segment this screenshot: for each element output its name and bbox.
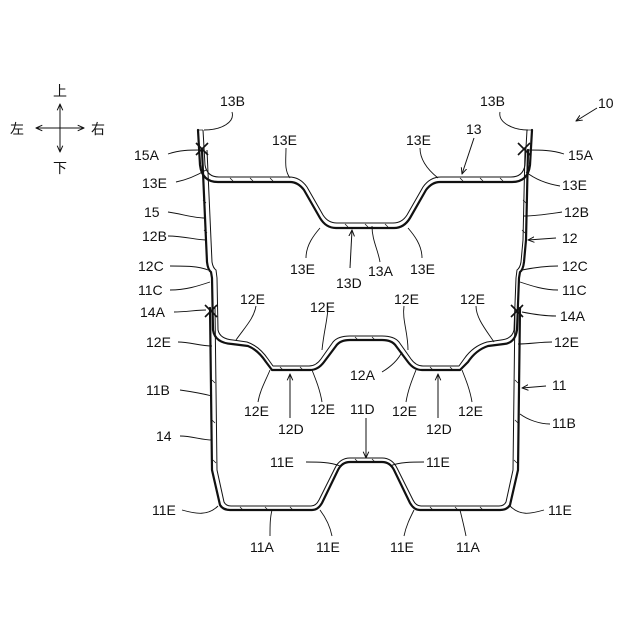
label-11: 11 (552, 377, 567, 393)
label-11e-mid-left: 11E (270, 454, 294, 470)
label-13a: 13A (368, 263, 394, 279)
label-12e-top-4: 12E (460, 291, 485, 307)
label-13: 13 (466, 121, 482, 137)
label-13e-top-right: 13E (406, 132, 431, 148)
label-13e-top-left: 13E (272, 132, 297, 148)
label-12: 12 (562, 230, 578, 246)
label-11b-right: 11B (552, 415, 576, 431)
label-13d: 13D (336, 275, 362, 291)
compass-up-label: 上 (53, 84, 67, 100)
label-12b-right: 12B (564, 204, 589, 220)
label-15: 15 (144, 204, 160, 220)
label-13e-bottom-left: 13E (290, 261, 315, 277)
label-12e-side-right: 12E (554, 334, 579, 350)
label-11b-left: 11B (146, 382, 170, 398)
label-12a: 12A (350, 367, 376, 383)
label-15a-left: 15A (134, 147, 160, 163)
label-11e-bottom-2: 11E (390, 539, 414, 555)
label-11c-left: 11C (138, 282, 163, 298)
label-15a-right: 15A (568, 147, 594, 163)
label-12e-top-2: 12E (310, 299, 335, 315)
label-14a-right: 14A (560, 308, 586, 324)
label-12d-right: 12D (426, 421, 452, 437)
leader-lines (168, 112, 564, 536)
label-13b-right: 13B (480, 93, 505, 109)
label-11e-side-left: 11E (152, 502, 176, 518)
label-14: 14 (156, 428, 172, 444)
label-12e-bottom-2: 12E (310, 401, 335, 417)
label-11e-bottom-1: 11E (316, 539, 340, 555)
label-12c-left: 12C (138, 258, 164, 274)
label-13e-side-left: 13E (142, 175, 167, 191)
label-12e-side-left: 12E (146, 334, 171, 350)
label-12e-bottom-3: 12E (392, 403, 417, 419)
label-12e-bottom-1: 12E (244, 403, 269, 419)
compass-right-label: 右 (91, 122, 105, 138)
label-11e-side-right: 11E (548, 502, 572, 518)
label-12b-left: 12B (142, 228, 167, 244)
label-12e-top-3: 12E (394, 291, 419, 307)
label-11e-mid-right: 11E (426, 454, 450, 470)
label-13b-left: 13B (220, 93, 245, 109)
ref-10-label: 10 (598, 95, 614, 111)
label-14a-left: 14A (140, 304, 166, 320)
label-13e-side-right: 13E (562, 177, 587, 193)
label-12e-bottom-4: 12E (458, 403, 483, 419)
label-11a-left: 11A (250, 539, 275, 555)
label-11a-right: 11A (456, 539, 481, 555)
label-12d-left: 12D (278, 421, 304, 437)
compass-left-label: 左 (10, 122, 24, 138)
label-11d: 11D (350, 401, 375, 417)
label-12c-right: 12C (562, 258, 588, 274)
label-11c-right: 11C (562, 282, 587, 298)
compass-down-label: 下 (53, 161, 67, 177)
direction-compass: 上 下 左 右 (10, 84, 105, 177)
label-12e-top-1: 12E (240, 291, 265, 307)
upper-part-13 (198, 130, 532, 228)
reference-10: 10 (576, 95, 614, 121)
label-13e-bottom-right: 13E (410, 261, 435, 277)
